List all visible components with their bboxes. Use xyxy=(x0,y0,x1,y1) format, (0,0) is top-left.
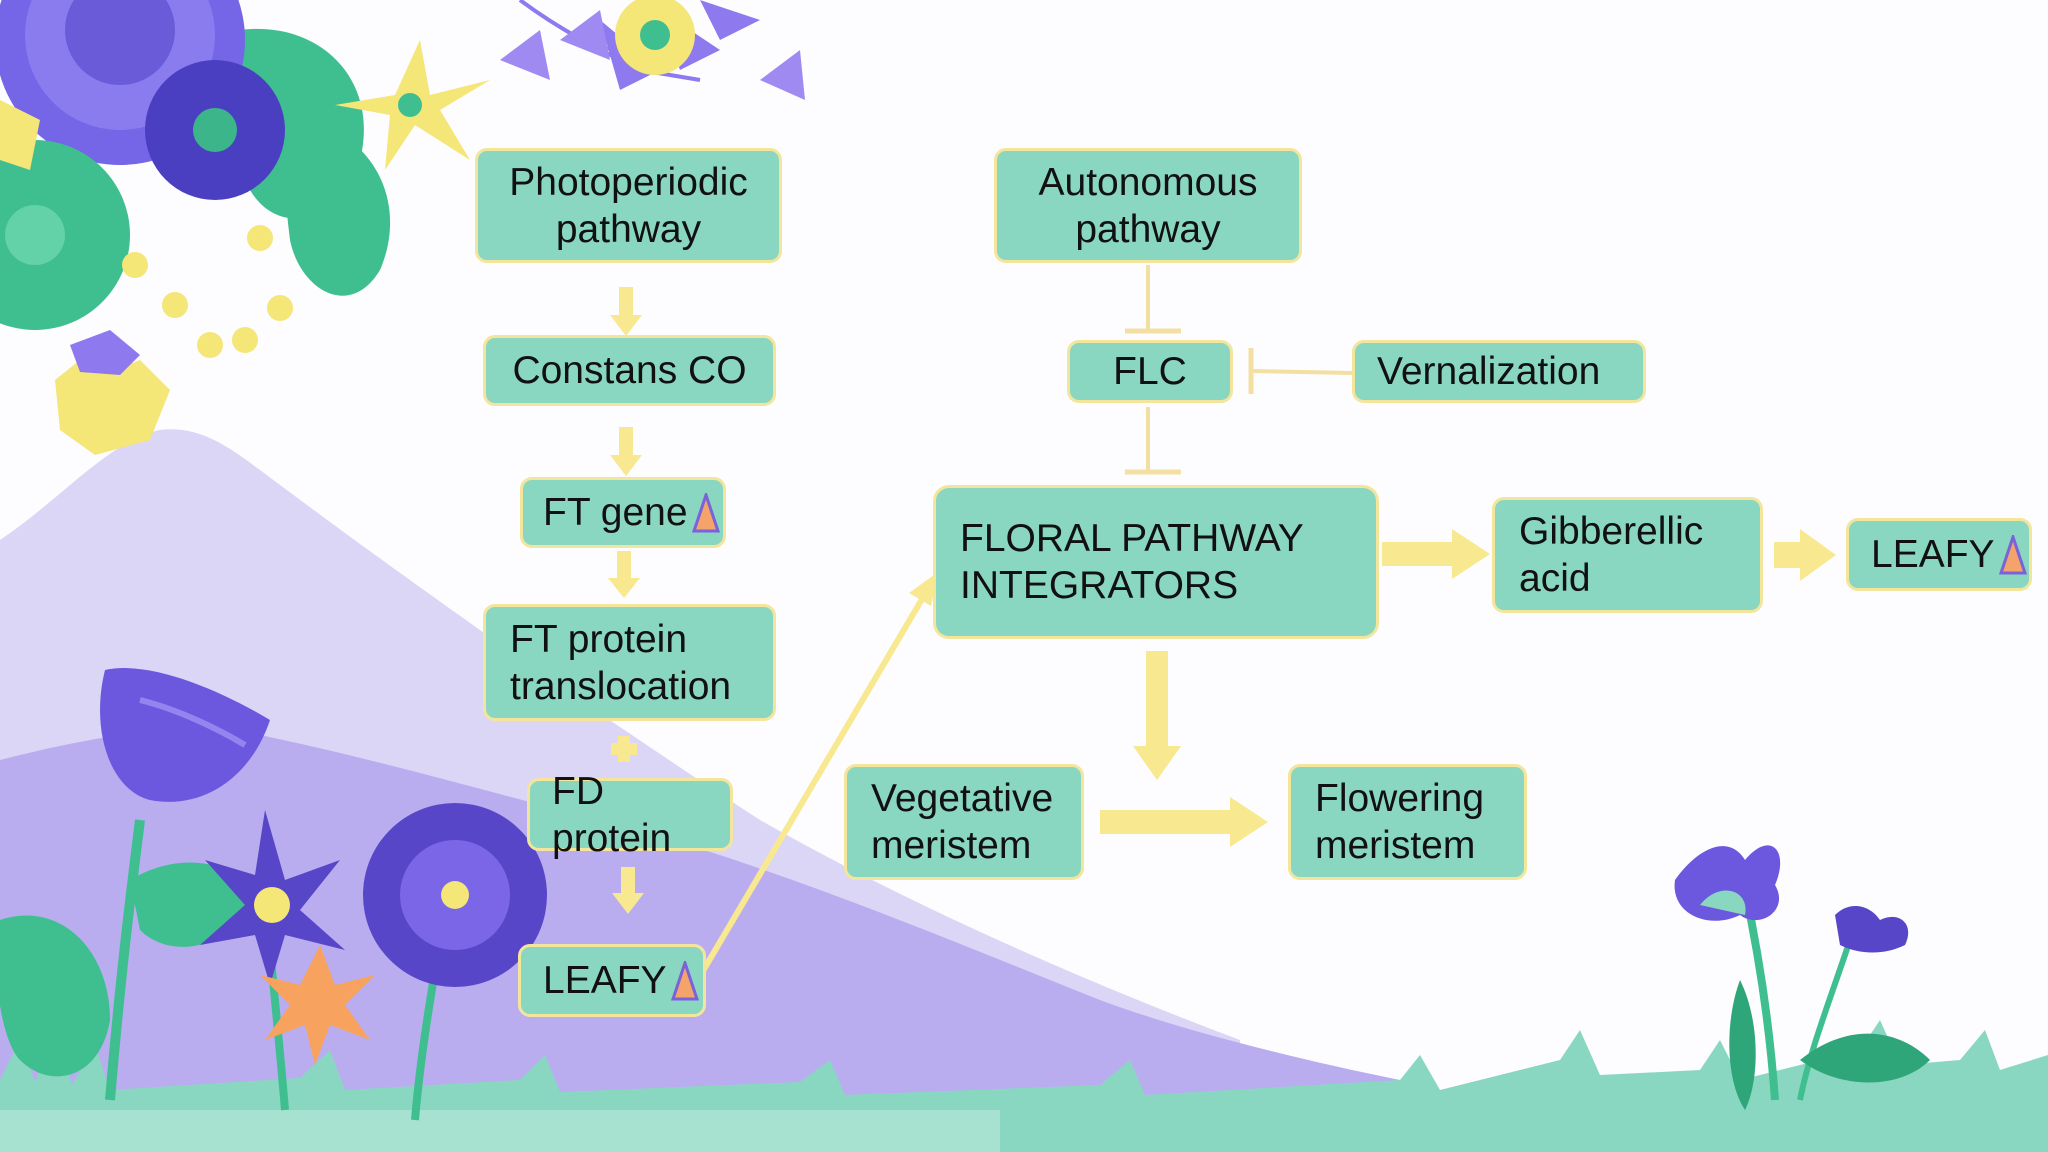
small-yellow-core xyxy=(640,20,670,50)
bell xyxy=(1674,845,1781,921)
plus-ftprotein-fdprotein xyxy=(611,736,637,762)
arrow-ftgene-to-ftprotein xyxy=(608,551,640,598)
node-leafy-left: LEAFY xyxy=(518,944,706,1017)
arrow-photoperiodic-to-constans xyxy=(610,287,642,336)
big-flower-core xyxy=(65,0,175,85)
leaf xyxy=(0,915,110,1077)
node-label: Autonomous pathway xyxy=(1038,160,1258,251)
inhibit-vernalization-to-flc xyxy=(1251,369,1353,375)
node-label: LEAFY xyxy=(1871,533,1995,576)
arrow-integrators-to-flowering xyxy=(1133,651,1181,780)
node-label: FT protein translocation xyxy=(510,617,732,708)
leaf xyxy=(1800,1033,1930,1083)
node-label: FD protein xyxy=(552,769,672,860)
node-label: Vernalization xyxy=(1377,350,1601,393)
node-gibberellic-acid: Gibberellic acid xyxy=(1492,497,1763,613)
node-floral-pathway-integrators: FLORAL PATHWAY INTEGRATORS xyxy=(933,485,1379,639)
stem xyxy=(1797,939,1853,1101)
bell-small xyxy=(1835,905,1909,953)
node-label: Flowering meristem xyxy=(1315,777,1485,867)
node-constans-co: Constans CO xyxy=(483,335,776,406)
connectors xyxy=(608,265,1836,995)
node-flc: FLC xyxy=(1067,340,1233,403)
node-label: FLC xyxy=(1113,350,1187,393)
arrow-leafy-to-integrators-shaft xyxy=(687,592,928,995)
node-label: FLORAL PATHWAY INTEGRATORS xyxy=(960,517,1304,607)
leaf xyxy=(500,10,805,100)
node-leafy-right: LEAFY xyxy=(1846,518,2032,591)
node-ft-gene: FT gene xyxy=(520,477,726,548)
arrow-fdprotein-to-leafy xyxy=(612,867,644,914)
berry xyxy=(162,292,188,318)
node-label: FT gene xyxy=(543,491,688,534)
arrow-leafy-to-integrators-head xyxy=(909,572,938,606)
flower-group xyxy=(0,668,547,1121)
orange-flower xyxy=(260,945,375,1065)
star-core xyxy=(398,93,422,117)
blue-round-flower-core xyxy=(441,881,469,909)
bellflower xyxy=(1674,845,1930,1110)
berry xyxy=(197,332,223,358)
flower-cluster xyxy=(0,0,805,455)
yellow-bud xyxy=(55,360,170,455)
triangle-icon xyxy=(1998,534,2027,574)
node-ft-protein-translocation: FT protein translocation xyxy=(483,604,776,721)
purple-bell-inner xyxy=(139,697,247,748)
blue-flower-core xyxy=(193,108,237,152)
arrow-integrators-to-gibberellic xyxy=(1382,529,1490,579)
bell-petal xyxy=(1700,890,1746,915)
arrow-constans-to-ftgene xyxy=(610,427,642,476)
leaf xyxy=(285,120,391,296)
purple-bud xyxy=(70,330,140,375)
node-fd-protein: FD protein xyxy=(527,770,733,860)
berry xyxy=(232,327,258,353)
node-label: Gibberellic acid xyxy=(1519,510,1704,600)
arrow-gibberellic-to-leafy xyxy=(1774,529,1836,581)
node-label: LEAFY xyxy=(543,959,667,1002)
node-photoperiodic-pathway: Photoperiodic pathway xyxy=(475,148,782,263)
node-vegetative-meristem: Vegetative meristem xyxy=(844,764,1084,880)
node-label: Constans CO xyxy=(512,349,747,392)
star-flower-core xyxy=(254,887,290,923)
triangle-icon xyxy=(670,960,699,1000)
leaf xyxy=(130,862,250,947)
leaf xyxy=(1729,980,1756,1110)
node-vernalization: Vernalization xyxy=(1352,340,1646,403)
triangle-icon xyxy=(691,492,720,532)
arrow-vegetative-to-flowering xyxy=(1100,797,1268,847)
berry xyxy=(267,295,293,321)
grass-light xyxy=(0,1110,1000,1152)
node-label: Vegetative meristem xyxy=(871,777,1054,867)
node-autonomous-pathway: Autonomous pathway xyxy=(994,148,1302,263)
yellow-petal xyxy=(0,100,40,170)
node-label: Photoperiodic pathway xyxy=(509,160,748,251)
stem xyxy=(105,819,145,1101)
berry xyxy=(122,252,148,278)
front-mountain xyxy=(0,729,1400,1152)
node-flowering-meristem: Flowering meristem xyxy=(1288,764,1527,880)
berry xyxy=(247,225,273,251)
green-flower-core xyxy=(5,205,65,265)
